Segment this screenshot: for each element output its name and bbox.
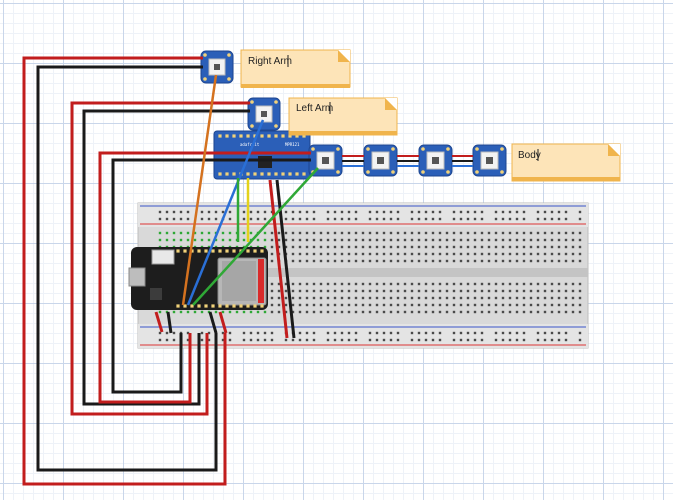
neopixel-led-icon bbox=[432, 157, 439, 164]
neopixel-led-icon bbox=[322, 157, 329, 164]
neopixel-led-icon bbox=[486, 157, 493, 164]
neopixel-led-icon bbox=[214, 64, 220, 70]
note-left-arm[interactable]: Left Arm bbox=[288, 97, 398, 136]
pixel-right-arm bbox=[200, 50, 234, 84]
neopixel-led-icon bbox=[261, 111, 267, 117]
feather-pin-headers bbox=[176, 249, 264, 308]
body-chain-wires bbox=[342, 155, 473, 167]
note-body[interactable]: Body bbox=[511, 143, 621, 182]
neopixel-led-icon bbox=[377, 157, 384, 164]
power-ground-loops bbox=[22, 56, 311, 486]
driver-brand-text: adafruit bbox=[240, 142, 260, 147]
pixel-body-3 bbox=[418, 144, 453, 177]
note-right-arm-text: Right Arm bbox=[248, 56, 292, 67]
note-left-arm-text: Left Arm bbox=[296, 103, 333, 114]
note-right-arm[interactable]: Right Arm bbox=[240, 49, 351, 88]
signal-wires bbox=[181, 74, 319, 306]
pixel-body-4 bbox=[472, 144, 507, 177]
driver-model-text: MPR121 bbox=[285, 142, 300, 147]
note-body-text: Body bbox=[518, 150, 541, 161]
pixel-body-2 bbox=[363, 144, 398, 177]
mpr121-board: adafruit MPR121 bbox=[213, 130, 311, 180]
pixel-left-arm bbox=[247, 97, 281, 131]
